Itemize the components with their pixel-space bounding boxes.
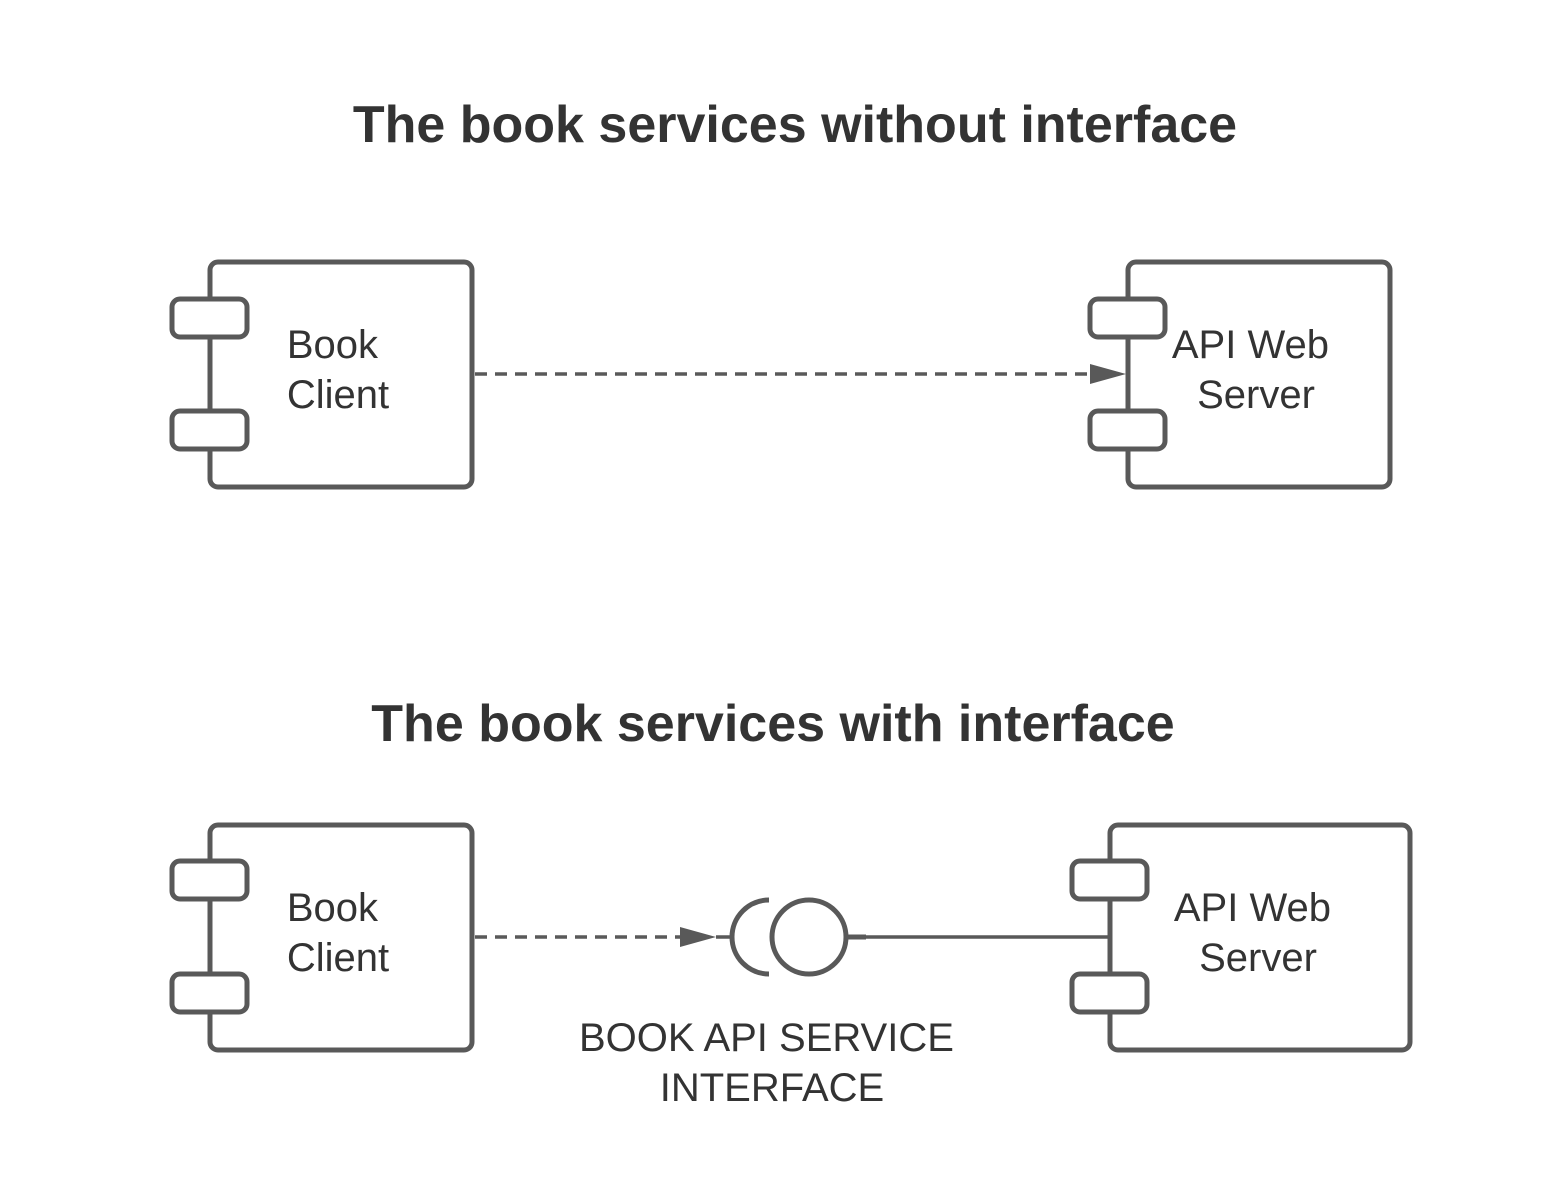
top-api-web-server-label-line1: API Web	[1172, 323, 1329, 367]
bottom-dependency-arrowhead-icon	[680, 927, 716, 947]
bottom-api-web-server-label: API Web Server	[1174, 886, 1342, 980]
bottom-api-web-server-port-upper	[1069, 858, 1150, 902]
bottom-api-web-server-label-line1: API Web	[1174, 886, 1331, 930]
interface-label-line1: BOOK API SERVICE	[579, 1016, 954, 1060]
interface-socket-icon	[729, 897, 770, 977]
top-api-web-server-port-upper	[1087, 296, 1168, 340]
bottom-api-web-server-component[interactable]: API Web Server	[1069, 822, 1413, 1053]
bottom-book-client-label-line2: Client	[287, 936, 389, 980]
top-api-web-server-body	[1125, 259, 1393, 490]
top-dependency-arrowhead-icon	[1090, 364, 1126, 384]
bottom-book-client-body	[207, 822, 475, 1053]
interface-label-line2: INTERFACE	[660, 1066, 884, 1110]
bottom-book-client-label: Book Client	[287, 886, 389, 980]
top-book-client-label-line2: Client	[287, 373, 389, 417]
interface-ball-icon	[769, 897, 849, 977]
top-book-client-port-upper	[169, 296, 250, 340]
bottom-book-client-label-line1: Book	[287, 886, 379, 930]
top-api-web-server-label: API Web Server	[1172, 323, 1340, 417]
top-api-web-server-label-line2: Server	[1197, 373, 1315, 417]
bottom-book-client-port-lower	[169, 971, 250, 1015]
bottom-book-client-port-upper	[169, 858, 250, 902]
top-book-client-label: Book Client	[287, 323, 389, 417]
top-api-web-server-port-lower	[1087, 408, 1168, 452]
interface-label: BOOK API SERVICE INTERFACE	[579, 1016, 965, 1110]
top-section-title: The book services without interface	[353, 96, 1237, 154]
top-api-web-server-component[interactable]: API Web Server	[1087, 259, 1393, 490]
top-book-client-body	[207, 259, 475, 490]
bottom-api-web-server-label-line2: Server	[1199, 936, 1317, 980]
top-book-client-port-lower	[169, 408, 250, 452]
bottom-dependency-arrow[interactable]	[475, 927, 716, 947]
top-book-client-component[interactable]: Book Client	[169, 259, 475, 490]
bottom-book-client-component[interactable]: Book Client	[169, 822, 475, 1053]
bottom-section-title: The book services with interface	[371, 695, 1174, 753]
book-api-service-interface[interactable]: BOOK API SERVICE INTERFACE	[579, 897, 1110, 1110]
bottom-api-web-server-port-lower	[1069, 971, 1150, 1015]
top-book-client-label-line1: Book	[287, 323, 379, 367]
top-dependency-arrow[interactable]	[475, 364, 1126, 384]
